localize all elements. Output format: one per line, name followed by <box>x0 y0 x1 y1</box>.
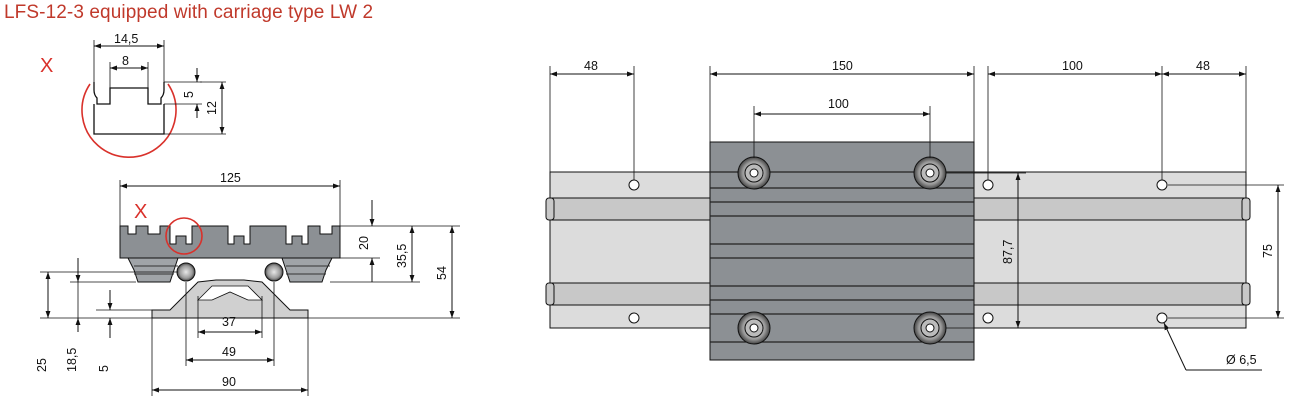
rail-hole <box>982 312 994 324</box>
rail-hole <box>628 179 640 191</box>
dim-roller-spacing-y: 87,7 <box>1001 240 1015 264</box>
slot-walls <box>93 104 165 135</box>
dim-slot-opening: 8 <box>122 54 129 68</box>
dim-slot-depth: 5 <box>182 91 196 98</box>
drawing-title: LFS-12-3 equipped with carriage type LW … <box>4 2 374 23</box>
rail-hole <box>1156 312 1168 324</box>
roller-group <box>737 156 947 345</box>
detail-marker-label: X <box>40 55 53 77</box>
guide-roller-right <box>264 262 284 282</box>
dim-rail-width: 90 <box>222 375 236 389</box>
dim-roller-spacing: 49 <box>222 345 236 359</box>
dim-rail-center-height: 25 <box>35 358 49 372</box>
side-detail-circle <box>165 217 203 255</box>
dim-roller-spacing-x: 100 <box>828 97 849 111</box>
rail-hole <box>1156 179 1168 191</box>
side-view-marker-label: X <box>134 201 147 223</box>
dim-rail-base: 5 <box>97 365 111 372</box>
carriage-plate <box>119 225 341 259</box>
dim-inner-width: 37 <box>222 315 236 329</box>
dim-left-offset: 48 <box>584 59 598 73</box>
side-view: 125 X 20 35,5 54 25 <box>35 171 460 396</box>
dim-hole-row-spacing: 75 <box>1261 244 1275 258</box>
rail-hole <box>628 312 640 324</box>
dim-carriage-height: 35,5 <box>395 244 409 268</box>
rail-hole <box>982 179 994 191</box>
dim-total-height: 54 <box>435 266 449 280</box>
rail-groove <box>197 285 263 301</box>
dim-right-offset: 48 <box>1196 59 1210 73</box>
detail-circle <box>81 83 177 159</box>
dim-hole-spacing: 100 <box>1062 59 1083 73</box>
dim-roller-height: 18,5 <box>65 348 79 372</box>
top-view: 48 150 100 100 48 87,7 75 Ø 6,5 <box>545 59 1284 371</box>
dim-height: 12 <box>205 101 219 115</box>
dim-hole-diameter: Ø 6,5 <box>1226 353 1257 367</box>
dim-carriage-length: 150 <box>832 59 853 73</box>
dim-plate-height: 20 <box>357 236 371 250</box>
guide-roller-left <box>176 262 196 282</box>
slot-upper-outline <box>93 82 165 105</box>
dim-width-outer: 14,5 <box>114 32 138 46</box>
roller-block-left <box>127 257 179 283</box>
roller-block-right <box>281 257 333 283</box>
detail-x-profile: X 14,5 8 5 12 <box>40 32 226 159</box>
dim-top-width: 125 <box>220 171 241 185</box>
